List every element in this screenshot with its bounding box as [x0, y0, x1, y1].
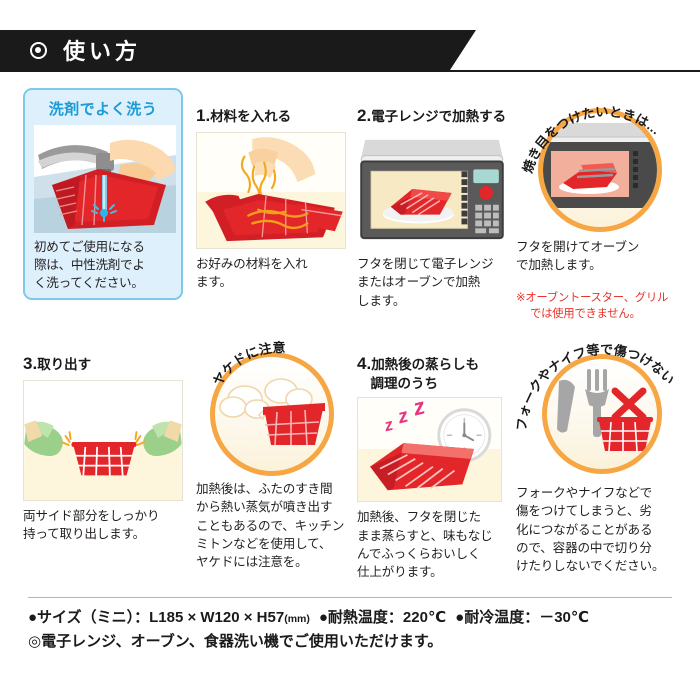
step-2-title-text: 電子レンジで加熱する [371, 109, 507, 125]
step-1-title: 1.材料を入れる [196, 88, 346, 127]
wash-panel-caption: 初めてご使用になる 際は、中性洗剤でよ く洗ってください。 [34, 240, 145, 290]
section-header-banner: 使い方 [0, 30, 476, 70]
hot-steam-from-container [210, 352, 334, 476]
step-1-number: 1. [196, 106, 211, 126]
step-2-caption: フタを閉じて電子レンジ またはオーブンで加熱 します。 [357, 257, 494, 308]
footer-specifications: ●サイズ（ミニ）：L185 × W120 × H57(mm) ●耐熱温度：220℃… [28, 606, 678, 654]
step-3-caption: 両サイド部分をしっかり 持って取り出します。 [23, 509, 160, 542]
step-3-title-text: 取り出す [37, 357, 92, 373]
tip-browning-warning-line2: では使用できません。 [530, 308, 641, 321]
oven-with-open-lid-container [538, 108, 662, 232]
wash-first-panel: 洗剤でよく洗う [23, 88, 183, 300]
step-4-title-text: 加熱後の蒸らしも 調理のうち [370, 357, 480, 392]
tip-browning-panel: 焼き目をつけたいときは… フタを開けてオーブン で加熱します。 ※オーブントース… [516, 86, 692, 339]
step-4-caption: 加熱後、フタを閉じた まま蒸らすと、味もなじ んでふっくらおいしく 仕上がります… [357, 510, 493, 580]
step-1-title-text: 材料を入れる [210, 109, 292, 125]
tip-browning-warning: ※オーブントースター、グリル では使用できません。 [516, 276, 692, 340]
header-divider [0, 70, 700, 72]
step-2-panel: 2.電子レンジで加熱する [357, 88, 509, 310]
step-1-caption: お好みの材料を入れ ます。 [196, 257, 308, 290]
page-title: 使い方 [63, 39, 142, 64]
svg-text:z: z [409, 398, 428, 421]
tip-burn-panel: ヤケドに注意 加熱後は、ふたのすき間 から熱い蒸気が噴き出す こともあるので、キ… [196, 336, 354, 571]
step-2-title: 2.電子レンジで加熱する [357, 88, 509, 127]
footer-line-2: ◎電子レンジ、オーブン、食器洗い機でご使用いただけます。 [28, 633, 443, 651]
tip-no-utensils-circle-wrap: フォークやナイフ等で傷つけない [516, 332, 692, 480]
microwave-oven-with-container [357, 132, 509, 250]
step-4-panel: 4.加熱後の蒸らしも 調理のうち z z [357, 336, 509, 581]
footer-divider [28, 597, 672, 598]
steaming-container-with-clock: z z z [357, 397, 502, 503]
tip-no-utensils-caption: フォークやナイフなどで 傷をつけてしまうと、劣 化につながることがある ので、容… [516, 486, 665, 573]
step-3-title: 3.取り出す [23, 336, 183, 375]
fork-knife-prohibited-on-container [542, 354, 662, 474]
tip-burn-circle-wrap: ヤケドに注意 [196, 336, 354, 476]
tip-browning-caption: フタを開けてオーブン で加熱します。 [516, 240, 640, 273]
spec-cold-resistance: ●耐冷温度：－30℃ [455, 609, 590, 626]
tip-no-utensils-panel: フォークやナイフ等で傷つけない フォークやナイフなどで 傷をつけてしまうと、劣 … [516, 332, 692, 575]
hand-adding-ingredients [196, 132, 346, 250]
circle-bullet-icon [30, 41, 47, 59]
step-4-number: 4. [357, 354, 372, 374]
step-1-panel: 1.材料を入れる [196, 88, 346, 292]
tip-burn-caption: 加熱後は、ふたのすき間 から熱い蒸気が噴き出す こともあるので、キッチン ミトン… [196, 482, 345, 569]
footer-line-1: ●サイズ（ミニ）：L185 × W120 × H57(mm) ●耐熱温度：220℃… [28, 606, 678, 629]
two-hands-lifting-container [23, 380, 183, 502]
tip-browning-warning-line1: ※オーブントースター、グリル [516, 292, 669, 305]
step-3-panel: 3.取り出す [23, 336, 183, 544]
step-4-title: 4.加熱後の蒸らしも 調理のうち [357, 336, 509, 392]
step-3-number: 3. [23, 354, 38, 374]
spec-heat-resistance: ●耐熱温度：220℃ [318, 609, 447, 626]
spec-size-unit: (mm) [284, 613, 310, 625]
step-2-number: 2. [357, 106, 372, 126]
tip-browning-circle-wrap: 焼き目をつけたいときは… [516, 86, 692, 236]
washing-container-under-faucet [34, 125, 176, 233]
spec-size: ●サイズ（ミニ）：L185 × W120 × H57 [28, 609, 285, 626]
wash-panel-heading: 洗剤でよく洗う [48, 101, 158, 118]
